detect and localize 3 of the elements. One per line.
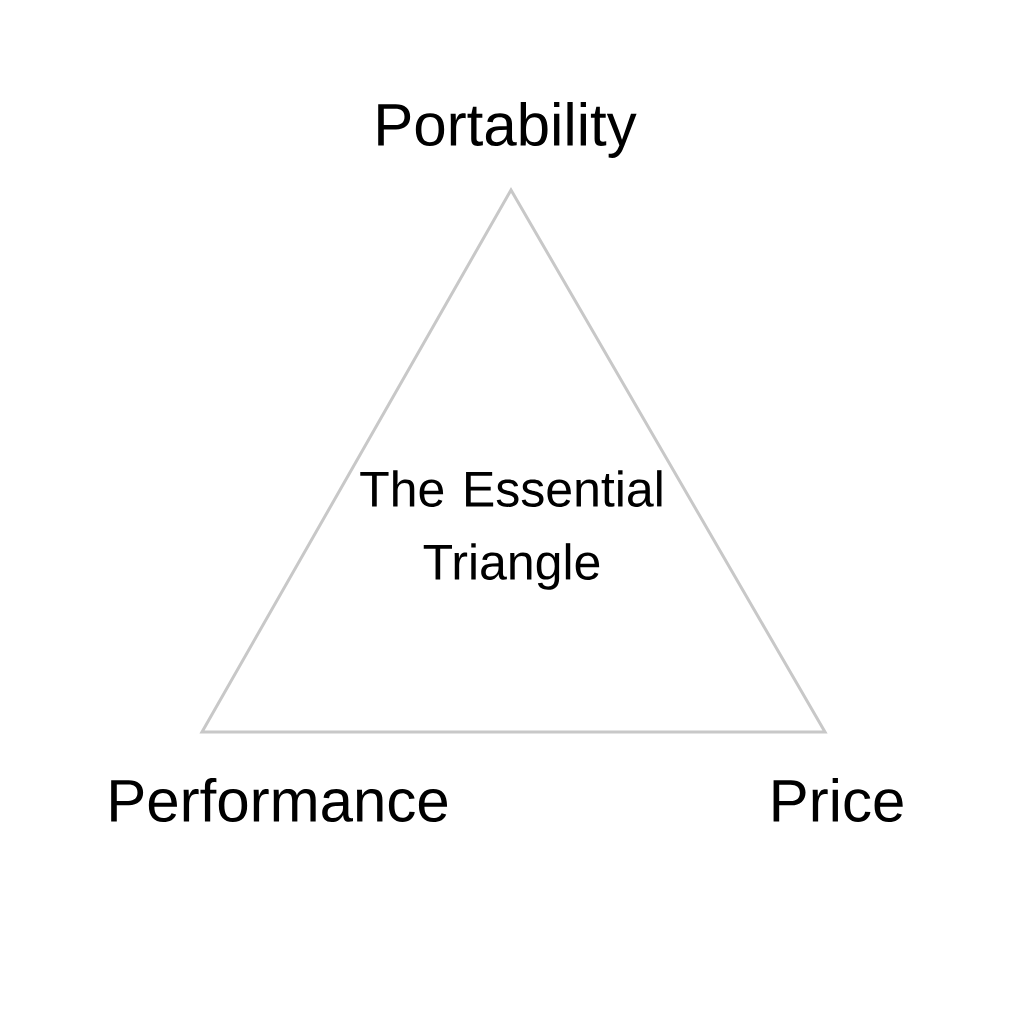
triangle-title: The Essential Triangle	[360, 470, 662, 590]
corner-label: Price	[773, 777, 903, 822]
corner-label: Performance	[111, 778, 448, 822]
